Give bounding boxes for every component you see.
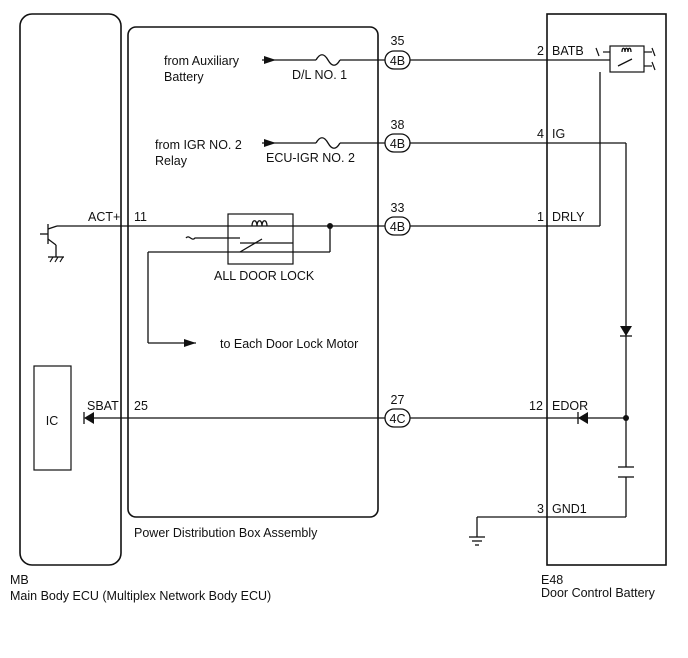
connector-38: 4B 38 (384, 118, 411, 153)
arrow-right-icon (264, 139, 276, 147)
terminal-name: BATB (552, 44, 584, 58)
terminal-pin: 2 (537, 44, 544, 58)
diode-icon (578, 412, 588, 424)
ic-label: IC (46, 414, 59, 428)
connector-label: 4B (390, 54, 405, 68)
fuse-icon (315, 54, 341, 66)
diode-icon (620, 326, 632, 336)
ecu-code: MB (10, 573, 29, 587)
all-door-lock-relay (185, 213, 294, 265)
terminal-name: DRLY (552, 210, 585, 224)
sbat-terminal-pin: 25 (134, 399, 148, 413)
terminal-name: EDOR (552, 399, 588, 413)
transistor-icon (40, 224, 64, 263)
connector-27: 4C 27 (384, 393, 411, 428)
connector-pin: 27 (391, 393, 405, 407)
aux-battery-label-1: from Auxiliary (164, 54, 240, 68)
terminal-pin: 1 (537, 210, 544, 224)
main-body-ecu-box (19, 13, 122, 566)
act-terminal-pin: 11 (134, 210, 147, 224)
door-control-battery-box (546, 13, 667, 566)
connector-label: 4B (390, 220, 405, 234)
terminal-name: GND1 (552, 502, 587, 516)
terminal-name: IG (552, 127, 565, 141)
diode-icon (84, 412, 94, 424)
switch-icon (239, 238, 263, 253)
to-motor-label: to Each Door Lock Motor (220, 337, 358, 351)
aux-battery-line (262, 54, 610, 66)
connector-pin: 38 (391, 118, 405, 132)
battery-caption: Door Control Battery (541, 586, 656, 600)
ground-icon (469, 536, 485, 546)
connector-33: 4B 33 (384, 201, 411, 236)
terminal-pin: 12 (529, 399, 543, 413)
fuse-icon (315, 137, 341, 149)
connector-pin: 33 (391, 201, 405, 215)
battery-switch-icon (595, 45, 656, 73)
relay-coil-icon (251, 220, 268, 227)
act-terminal-name: ACT+ (88, 210, 120, 224)
relay-label: ALL DOOR LOCK (214, 269, 315, 283)
sbat-line (83, 326, 634, 537)
act-line (57, 72, 601, 347)
connector-35: 4B 35 (384, 34, 411, 70)
arrow-right-icon (184, 339, 196, 347)
connector-label: 4B (390, 137, 405, 151)
pdb-caption: Power Distribution Box Assembly (134, 526, 318, 540)
power-distribution-box-outline (127, 26, 379, 518)
igr-label-2: Relay (155, 154, 188, 168)
ic-box (33, 365, 72, 471)
fuse-ecu-igr-label: ECU-IGR NO. 2 (266, 151, 355, 165)
terminal-pin: 3 (537, 502, 544, 516)
ecu-caption: Main Body ECU (Multiplex Network Body EC… (10, 589, 271, 603)
battery-code: E48 (541, 573, 563, 587)
igr-label-1: from IGR NO. 2 (155, 138, 242, 152)
terminal-pin: 4 (537, 127, 544, 141)
sbat-terminal-name: SBAT (87, 399, 119, 413)
fuse-dl-label: D/L NO. 1 (292, 68, 347, 82)
igr-line (262, 137, 627, 418)
arrow-right-icon (264, 56, 276, 64)
aux-battery-label-2: Battery (164, 70, 204, 84)
connector-pin: 35 (391, 34, 405, 48)
connector-label: 4C (390, 412, 406, 426)
